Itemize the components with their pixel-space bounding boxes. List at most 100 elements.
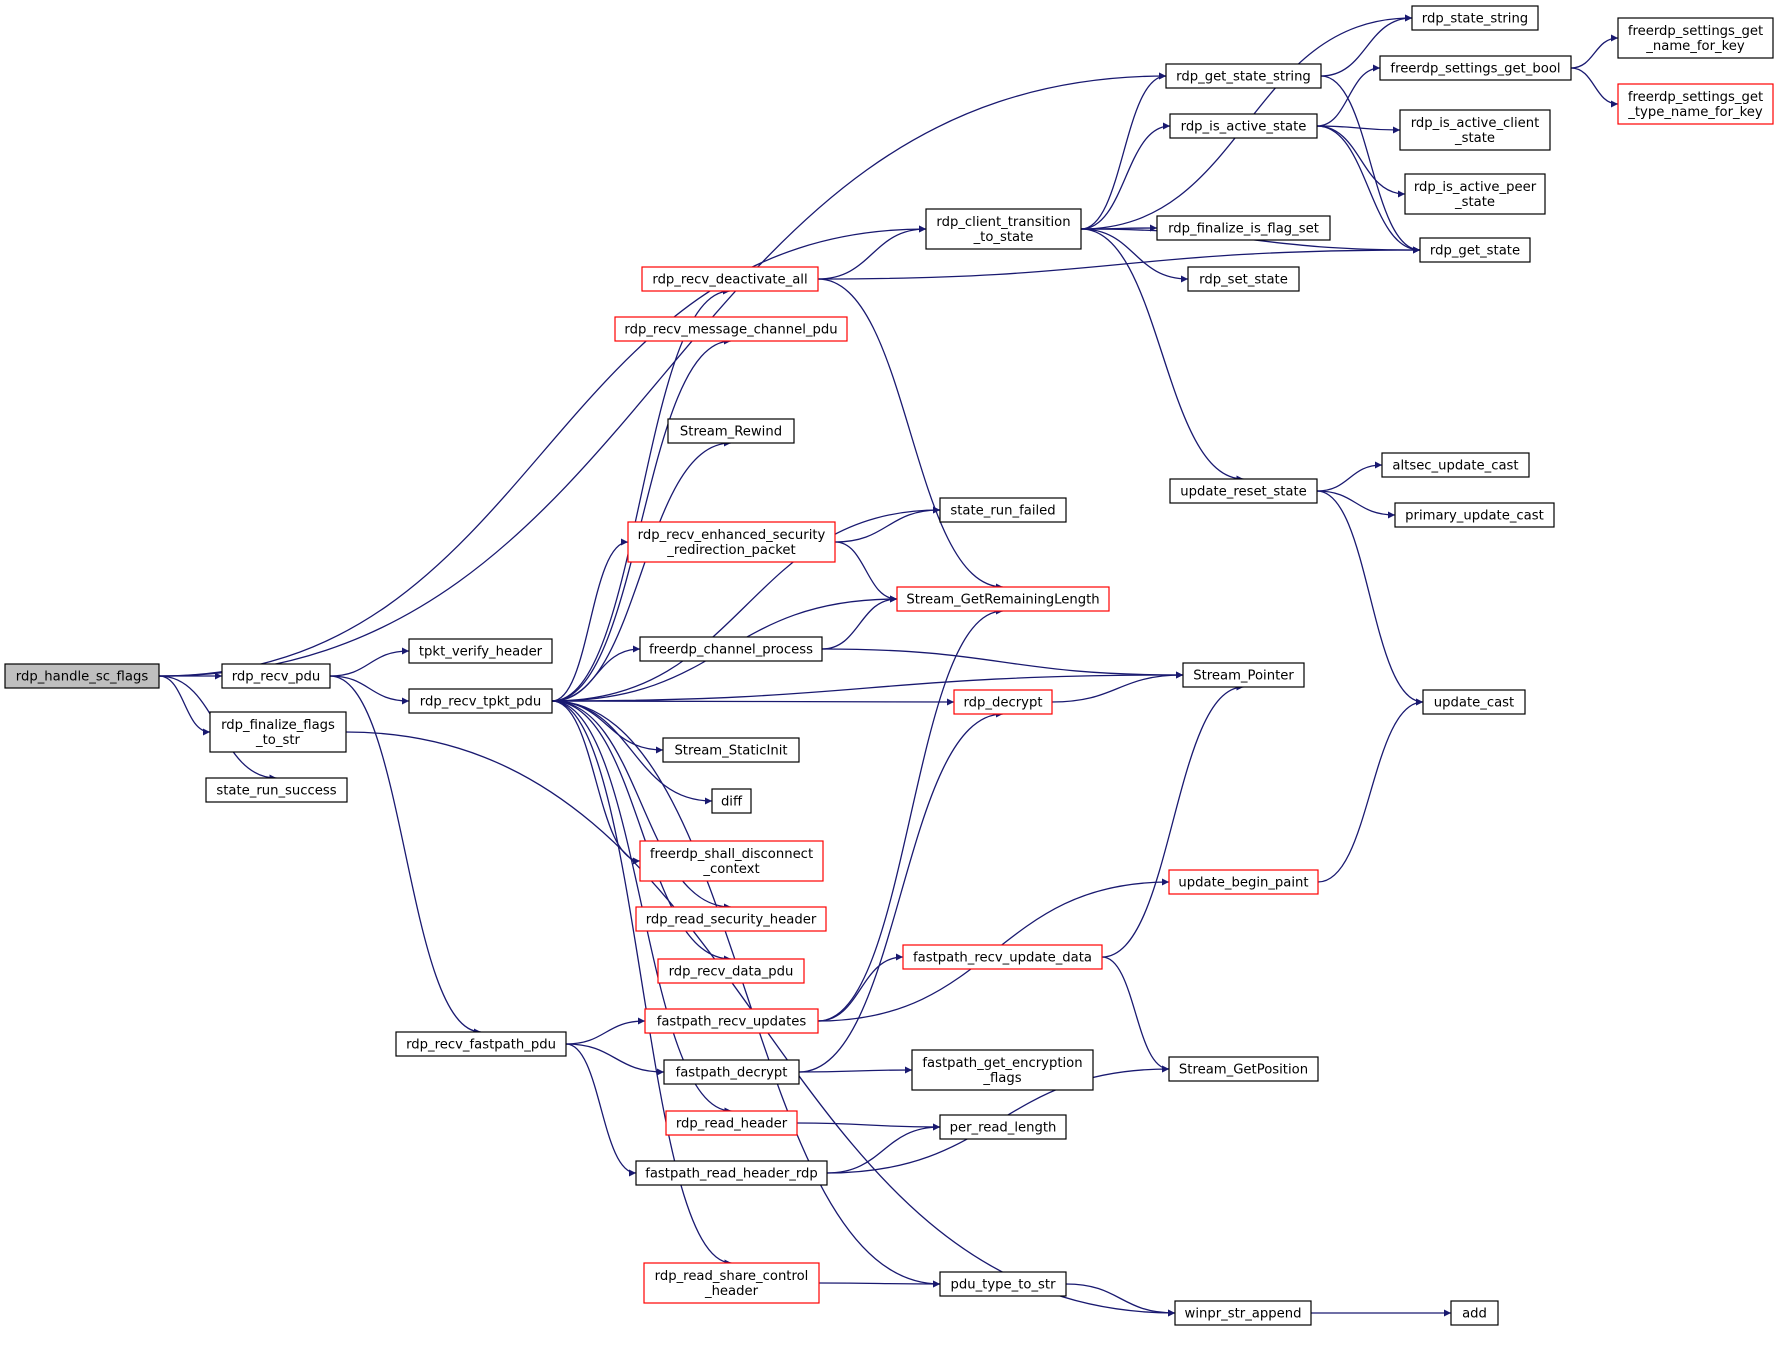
node-label: rdp_recv_tpkt_pdu xyxy=(420,695,541,710)
node-box xyxy=(635,906,827,932)
edge-is_active-to-active_client xyxy=(1316,125,1401,134)
node-box xyxy=(657,958,805,984)
node-get-position[interactable]: Stream_GetPosition xyxy=(1168,1056,1319,1082)
node-msg-channel[interactable]: rdp_recv_message_channel_pdu xyxy=(614,316,848,342)
node-box xyxy=(911,1049,1094,1091)
edge-chan_process-to-remaining xyxy=(821,595,898,650)
edge-root-to-client_trans xyxy=(158,225,927,677)
node-box xyxy=(644,1008,819,1034)
node-active-peer[interactable]: rdp_is_active_peer_state xyxy=(1404,173,1546,215)
node-box xyxy=(896,586,1110,612)
node-sec-header[interactable]: rdp_read_security_header xyxy=(635,906,827,932)
node-box xyxy=(1169,113,1318,139)
edge-reset_state-to-primary xyxy=(1316,490,1396,519)
node-state-string[interactable]: rdp_state_string xyxy=(1411,5,1539,31)
node-pdu-type[interactable]: pdu_type_to_str xyxy=(939,1271,1067,1297)
node-box xyxy=(1450,1300,1499,1326)
node-finalize-flags[interactable]: rdp_finalize_flags_to_str xyxy=(209,711,347,753)
node-per-len[interactable]: per_read_length xyxy=(939,1114,1067,1140)
node-rewind[interactable]: Stream_Rewind xyxy=(667,418,795,444)
node-box xyxy=(1168,1056,1319,1082)
node-name-for-key[interactable]: freerdp_settings_get_name_for_key xyxy=(1617,17,1774,59)
edge-fastpath_pdu-to-fp_read_hdr xyxy=(565,1043,637,1177)
node-box xyxy=(205,777,348,803)
node-enh-sec[interactable]: rdp_recv_enhanced_security_redirection_p… xyxy=(627,521,836,563)
node-label: _to_state xyxy=(973,230,1034,245)
node-label: rdp_recv_pdu xyxy=(232,670,321,685)
node-altsec[interactable]: altsec_update_cast xyxy=(1381,452,1530,478)
node-tpkt-verify[interactable]: tpkt_verify_header xyxy=(408,638,553,664)
node-tpkt-pdu[interactable]: rdp_recv_tpkt_pdu xyxy=(408,688,553,714)
node-decrypt[interactable]: rdp_decrypt xyxy=(953,689,1053,715)
node-label: rdp_recv_fastpath_pdu xyxy=(406,1038,556,1053)
node-fp-read-hdr[interactable]: fastpath_read_header_rdp xyxy=(635,1160,828,1186)
node-box xyxy=(1422,689,1526,715)
edge-deactivate-to-get_state xyxy=(817,246,1421,280)
node-static-init[interactable]: Stream_StaticInit xyxy=(662,737,800,763)
node-set-state[interactable]: rdp_set_state xyxy=(1187,266,1300,292)
edge-tpkt_pdu-to-msg_channel xyxy=(551,337,732,702)
node-box xyxy=(614,316,848,342)
node-diff[interactable]: diff xyxy=(711,788,752,814)
node-recv-pdu[interactable]: rdp_recv_pdu xyxy=(221,663,331,689)
node-share-ctrl[interactable]: rdp_read_share_control_header xyxy=(643,1262,820,1304)
node-box xyxy=(939,1114,1067,1140)
node-run-success[interactable]: state_run_success xyxy=(205,777,348,803)
node-label: rdp_set_state xyxy=(1199,273,1288,288)
node-label: fastpath_read_header_rdp xyxy=(645,1167,818,1182)
node-label: diff xyxy=(721,795,743,810)
node-box xyxy=(221,663,331,689)
node-begin-paint[interactable]: update_begin_paint xyxy=(1168,869,1319,895)
node-label: fastpath_decrypt xyxy=(676,1066,788,1081)
node-is-active[interactable]: rdp_is_active_state xyxy=(1169,113,1318,139)
edge-client_trans-to-get_state_str xyxy=(1080,72,1167,230)
node-client-trans[interactable]: rdp_client_transition_to_state xyxy=(925,208,1082,250)
node-fp-updates[interactable]: fastpath_recv_updates xyxy=(644,1008,819,1034)
node-label: update_begin_paint xyxy=(1178,876,1308,891)
node-reset-state[interactable]: update_reset_state xyxy=(1169,478,1318,504)
node-fp-decrypt[interactable]: fastpath_decrypt xyxy=(663,1059,800,1085)
node-label: primary_update_cast xyxy=(1405,509,1544,524)
node-label: rdp_read_security_header xyxy=(646,913,817,928)
node-root[interactable]: rdp_handle_sc_flags xyxy=(4,663,160,689)
node-label: Stream_StaticInit xyxy=(674,744,787,759)
node-label: per_read_length xyxy=(950,1121,1057,1136)
node-run-failed[interactable]: state_run_failed xyxy=(939,497,1067,523)
node-label: rdp_get_state xyxy=(1430,244,1520,259)
edges-layer xyxy=(158,14,1619,1317)
node-data-pdu[interactable]: rdp_recv_data_pdu xyxy=(657,958,805,984)
node-label: rdp_is_active_client xyxy=(1411,116,1540,131)
node-fp-upd-data[interactable]: fastpath_recv_update_data xyxy=(902,944,1103,970)
node-label: update_reset_state xyxy=(1180,485,1306,500)
node-read-header[interactable]: rdp_read_header xyxy=(665,1110,798,1136)
node-type-name-key[interactable]: freerdp_settings_get_type_name_for_key xyxy=(1617,83,1774,125)
node-stream-ptr[interactable]: Stream_Pointer xyxy=(1182,662,1305,688)
node-add[interactable]: add xyxy=(1450,1300,1499,1326)
node-label: freerdp_channel_process xyxy=(649,643,813,658)
edge-is_active-to-active_peer xyxy=(1316,125,1406,198)
node-get-state-str[interactable]: rdp_get_state_string xyxy=(1165,63,1322,89)
node-fin-flag-set[interactable]: rdp_finalize_is_flag_set xyxy=(1156,215,1331,241)
node-fastpath-pdu[interactable]: rdp_recv_fastpath_pdu xyxy=(395,1031,567,1057)
node-label: tpkt_verify_header xyxy=(419,645,543,660)
node-str-append[interactable]: winpr_str_append xyxy=(1174,1300,1312,1326)
node-enc-flags[interactable]: fastpath_get_encryption_flags xyxy=(911,1049,1094,1091)
edge-tpkt_pdu-to-pdu_type xyxy=(551,700,941,1288)
node-box xyxy=(4,663,160,689)
node-chan-process[interactable]: freerdp_channel_process xyxy=(639,636,823,662)
node-deactivate[interactable]: rdp_recv_deactivate_all xyxy=(641,266,819,292)
edge-decrypt-to-stream_ptr xyxy=(1051,671,1184,703)
node-label: rdp_read_header xyxy=(676,1117,788,1132)
edge-fastpath_pdu-to-fp_updates xyxy=(565,1017,646,1045)
node-get-bool[interactable]: freerdp_settings_get_bool xyxy=(1379,55,1572,81)
node-label: rdp_finalize_flags xyxy=(221,718,335,733)
node-get-state[interactable]: rdp_get_state xyxy=(1419,237,1531,263)
node-update-cast[interactable]: update_cast xyxy=(1422,689,1526,715)
node-box xyxy=(641,266,819,292)
node-active-client[interactable]: rdp_is_active_client_state xyxy=(1399,109,1551,151)
node-remaining[interactable]: Stream_GetRemainingLength xyxy=(896,586,1110,612)
node-label: _context xyxy=(702,862,759,877)
edge-client_trans-to-is_active xyxy=(1080,122,1171,230)
node-shall-disc[interactable]: freerdp_shall_disconnect_context xyxy=(639,840,824,882)
node-primary[interactable]: primary_update_cast xyxy=(1394,502,1555,528)
